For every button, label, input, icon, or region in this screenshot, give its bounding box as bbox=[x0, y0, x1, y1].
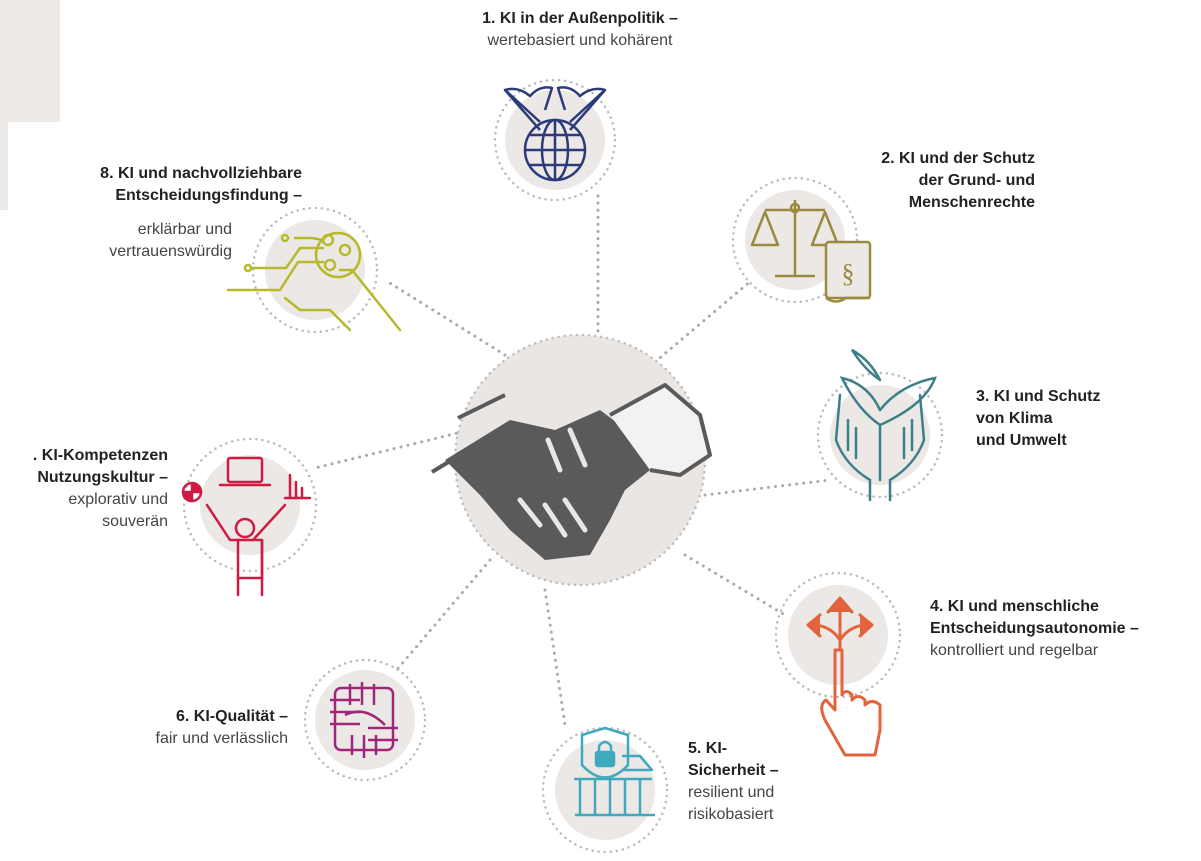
topic-6-subtitle: fair und verlässlich bbox=[155, 730, 289, 747]
topic-3-label: 3. KI und Schutz von Klima und Umwelt bbox=[976, 386, 1176, 452]
topic-2-label: 2. KI und der Schutz der Grund- und Mens… bbox=[830, 148, 1035, 214]
topic-1-subtitle: wertebasiert und kohärent bbox=[487, 32, 673, 49]
topic-3-title-line-3: und Umwelt bbox=[976, 432, 1067, 449]
topic-3-title-line-1: 3. KI und Schutz bbox=[976, 388, 1101, 405]
topic-8-subtitle: erklärbar und vertrauenswürdig bbox=[40, 219, 232, 263]
shield-lock-building-icon bbox=[574, 726, 655, 817]
topic-4-title-line-2: Entscheidungsautonomie – bbox=[930, 620, 1139, 637]
topic-1-label: 1. KI in der Außenpolitik – wertebasiert… bbox=[420, 8, 740, 52]
topic-7-label: . KI-Kompetenzen Nutzungskultur – explor… bbox=[0, 445, 168, 533]
scales-paragraph-icon: § bbox=[750, 200, 872, 303]
topic-5-label: 5. KI- Sicherheit – resilient und risiko… bbox=[688, 738, 848, 826]
topic-1-title: 1. KI in der Außenpolitik – bbox=[482, 10, 678, 27]
topic-6-title: 6. KI-Qualität – bbox=[175, 708, 288, 725]
topic-6-label: 6. KI-Qualität – fair und verlässlich bbox=[90, 706, 289, 750]
topic-4-label: 4. KI und menschliche Entscheidungsauton… bbox=[930, 596, 1195, 662]
topic-8-label: 8. KI und nachvollziehbare Entscheidungs… bbox=[40, 163, 302, 207]
topic-8-title-line-2: Entscheidungsfindung – bbox=[115, 187, 302, 204]
topic-4-title-line-1: 4. KI und menschliche bbox=[930, 598, 1099, 615]
interlocked-hands-icon bbox=[330, 682, 398, 758]
topic-7-title-line-1: . KI-Kompetenzen bbox=[32, 447, 168, 464]
circuit-nodes-icon bbox=[226, 231, 402, 332]
hands-plant-icon bbox=[834, 348, 937, 502]
topic-3-title-line-2: von Klima bbox=[976, 410, 1053, 427]
corner-background-strip bbox=[0, 122, 8, 210]
topic-2-title-line-1: 2. KI und der Schutz bbox=[881, 150, 1035, 167]
person-laptop-chart-icon bbox=[181, 456, 312, 597]
handshake-icon bbox=[430, 383, 712, 560]
topic-8-title-line-1: 8. KI und nachvollziehbare bbox=[100, 165, 302, 182]
globe-flags-icon bbox=[503, 86, 607, 182]
svg-text:§: § bbox=[842, 259, 855, 288]
topic-2-title-line-3: Menschenrechte bbox=[908, 194, 1035, 211]
topic-5-subtitle-line-1: resilient und bbox=[688, 784, 775, 801]
topic-7-subtitle-line-1: explorativ und bbox=[68, 491, 168, 508]
topic-8-subtitle-line-1: erklärbar und bbox=[137, 221, 232, 238]
topic-2-title-line-2: der Grund- und bbox=[918, 172, 1035, 189]
connector-lines bbox=[313, 188, 832, 727]
topic-7-title-line-2: Nutzungskultur – bbox=[37, 469, 168, 486]
topic-8-subtitle-line-2: vertrauenswürdig bbox=[109, 243, 232, 260]
topic-5-title-line-1: 5. KI- bbox=[688, 740, 728, 757]
topic-5-title-line-2: Sicherheit – bbox=[688, 762, 779, 779]
topic-4-subtitle: kontrolliert und regelbar bbox=[930, 642, 1099, 659]
topic-7-subtitle-line-2: souverän bbox=[102, 513, 168, 530]
corner-background-block bbox=[0, 0, 60, 122]
topic-5-subtitle-line-2: risikobasiert bbox=[688, 806, 774, 823]
pointing-hand-arrows-icon bbox=[806, 596, 882, 757]
